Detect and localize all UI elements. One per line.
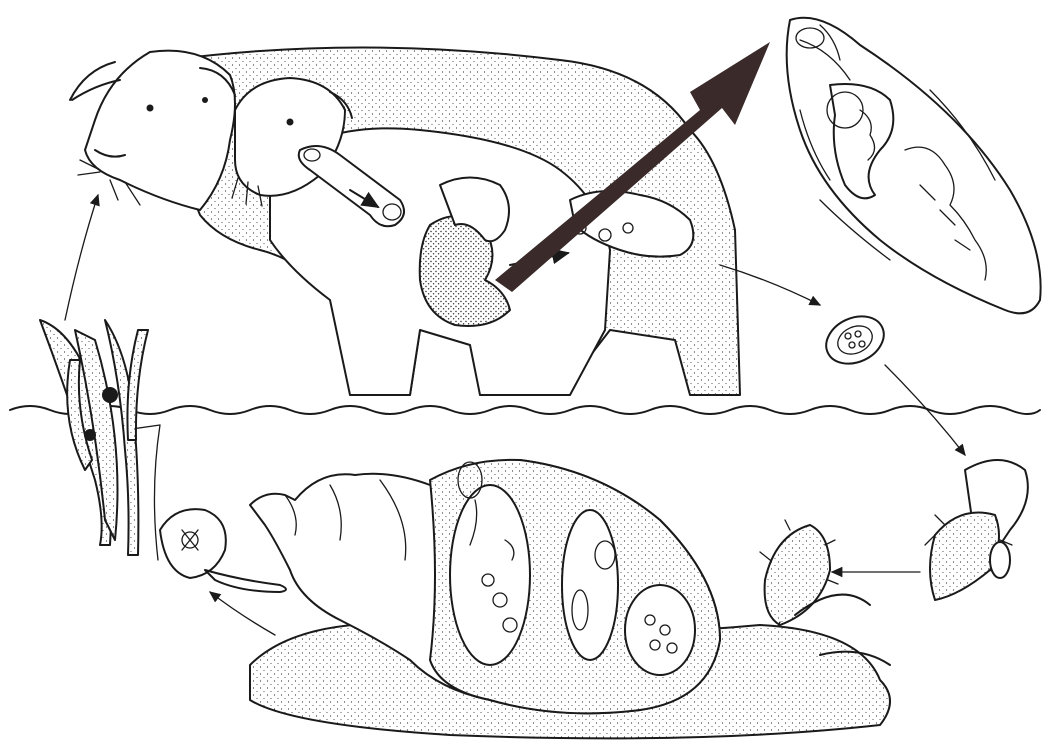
arrow-egg-to-miracidium — [885, 365, 965, 455]
sheep-cattle-icon — [70, 48, 740, 396]
arrow-snail-to-cercaria — [210, 592, 275, 635]
grass-cyst-icon — [40, 320, 148, 555]
water-surface — [10, 406, 1040, 414]
arrow-grass-to-host — [65, 195, 98, 320]
adult-fluke-icon — [787, 18, 1041, 314]
miracidium-icon — [925, 460, 1028, 600]
egg-icon — [819, 307, 892, 372]
sporocyst-icon — [760, 520, 838, 632]
